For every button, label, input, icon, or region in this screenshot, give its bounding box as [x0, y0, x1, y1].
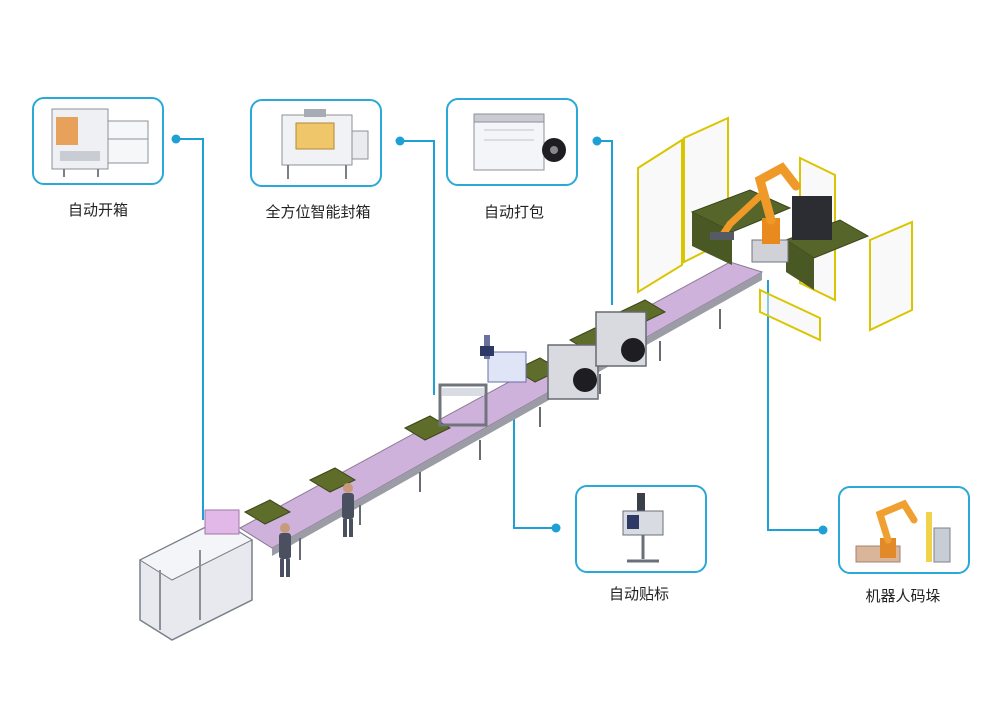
connector-dots [171, 134, 828, 535]
connector-lines [176, 138, 823, 531]
case-erector-machine-icon [51, 108, 149, 177]
card-palletizing [838, 486, 970, 574]
case-sealer-machine-icon [281, 109, 369, 179]
case-erector-unit [138, 509, 254, 641]
workers [279, 483, 354, 577]
labeling-machine-icon [622, 493, 664, 563]
label-case-sealer: 全方位智能封箱 [265, 204, 371, 221]
card-auto-case-open [32, 97, 164, 185]
connector-seal [400, 140, 435, 395]
label-palletizing: 机器人码垛 [865, 588, 941, 605]
label-strapping: 自动打包 [483, 204, 545, 221]
connector-pallet [767, 280, 823, 531]
label-auto-case-open: 自动开箱 [67, 202, 129, 219]
card-case-sealer [250, 99, 382, 187]
case-sealer-unit [438, 383, 488, 427]
palletizing-robot-icon [855, 499, 951, 563]
labeling-unit [480, 335, 527, 383]
card-strapping [446, 98, 578, 186]
label-labeling: 自动贴标 [608, 586, 670, 603]
connector-strap [597, 140, 613, 305]
conveyor-legs [299, 309, 721, 560]
palletizing-cell [637, 116, 913, 342]
connector-label [513, 400, 556, 529]
connector-open [176, 138, 204, 520]
card-labeling [575, 485, 707, 573]
strapping-units [547, 311, 647, 400]
strapping-machine-icon [473, 113, 566, 171]
